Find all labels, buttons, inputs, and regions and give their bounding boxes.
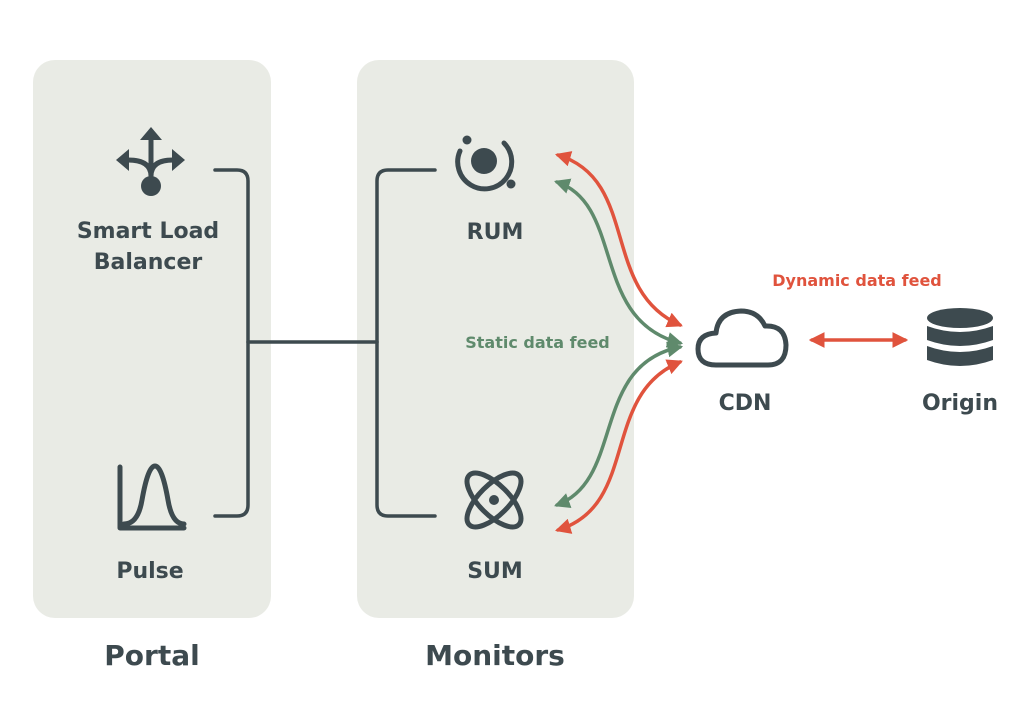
pulse-label: Pulse (116, 559, 184, 584)
sum-red-feed-arrow (554, 359, 683, 534)
orbit-ring-icon (455, 135, 516, 192)
monitors-group-label: Monitors (425, 639, 565, 672)
dynamic-feed-label: Dynamic data feed (772, 271, 942, 290)
database-icon (927, 308, 993, 366)
cloud-icon (695, 308, 789, 368)
smart-load-balancer-label-line1: Smart Load (76, 219, 220, 244)
rum-green-feed-arrow (554, 178, 684, 348)
rum-red-feed-arrow (554, 151, 683, 328)
sum-label: SUM (467, 559, 523, 584)
smart-load-balancer-label-line2: Balancer (93, 250, 203, 275)
cdn-label: CDN (718, 391, 772, 416)
rum-label: RUM (466, 220, 524, 245)
static-feed-label: Static data feed (465, 333, 610, 352)
bell-curve-chart-icon (117, 463, 187, 531)
smart-load-balancer-label: Smart Load Balancer (48, 216, 248, 278)
data-feed-arrows (554, 151, 909, 534)
portal-group-label: Portal (104, 639, 200, 672)
split-arrows-icon (116, 127, 185, 196)
atom-icon (464, 470, 524, 530)
portal-monitors-connector (213, 168, 437, 518)
origin-label: Origin (921, 391, 999, 416)
